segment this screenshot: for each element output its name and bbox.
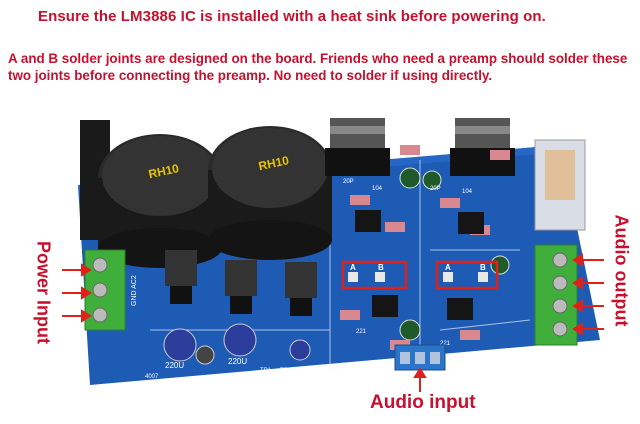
audio-input-label: Audio input xyxy=(370,392,476,413)
capacitor-left: RH10 xyxy=(98,134,222,268)
relay xyxy=(534,139,586,231)
mark-221-1: 221 xyxy=(356,329,367,335)
lm3886-ic-right xyxy=(450,118,515,176)
capacitor-left-label: RH10 xyxy=(147,161,180,181)
capacitor-right-label: RH10 xyxy=(257,153,290,173)
power-terminal-label: GND AC2 xyxy=(131,275,138,306)
mark-4007: 4007 xyxy=(145,374,159,380)
tp1: TP1 xyxy=(260,368,272,374)
mark-104-1: 104 xyxy=(372,186,383,192)
mark-104-2: 104 xyxy=(462,189,473,195)
input-terminal-label: R-IN GND L-IN xyxy=(388,376,428,382)
solder-pads-left: A B xyxy=(341,260,408,290)
power-terminal-block xyxy=(84,249,126,331)
heat-sink-warning: Ensure the LM3886 IC is installed with a… xyxy=(38,8,546,25)
pad-a-right: A xyxy=(445,263,451,272)
mark-221-2: 221 xyxy=(440,341,451,347)
audio-output-terminal-block xyxy=(534,244,578,346)
solder-pads-right: A B xyxy=(435,260,499,290)
pad-b-right: B xyxy=(480,263,486,272)
mark-20p-1: 20P xyxy=(343,179,354,185)
audio-output-label: Audio output xyxy=(611,214,632,327)
op-amp-chips xyxy=(355,210,484,320)
annotation-arrows xyxy=(62,253,604,392)
pad-b-left: B xyxy=(378,263,384,272)
solder-joint-description: A and B solder joints are designed on th… xyxy=(8,51,628,83)
cap-220u-1: 220U xyxy=(165,361,184,370)
small-capacitors xyxy=(163,167,510,365)
power-input-label: Power Input xyxy=(33,241,54,344)
mark-20p-2: 20P xyxy=(430,186,441,192)
audio-input-terminal-block xyxy=(394,344,446,371)
pad-a-left: A xyxy=(350,263,356,272)
tp2: TP2 xyxy=(280,368,292,374)
cap-220u-2: 220U xyxy=(228,357,247,366)
capacitor-right: RH10 xyxy=(208,126,332,260)
voltage-regulators xyxy=(165,250,317,316)
lm3886-ic-left xyxy=(325,118,390,176)
